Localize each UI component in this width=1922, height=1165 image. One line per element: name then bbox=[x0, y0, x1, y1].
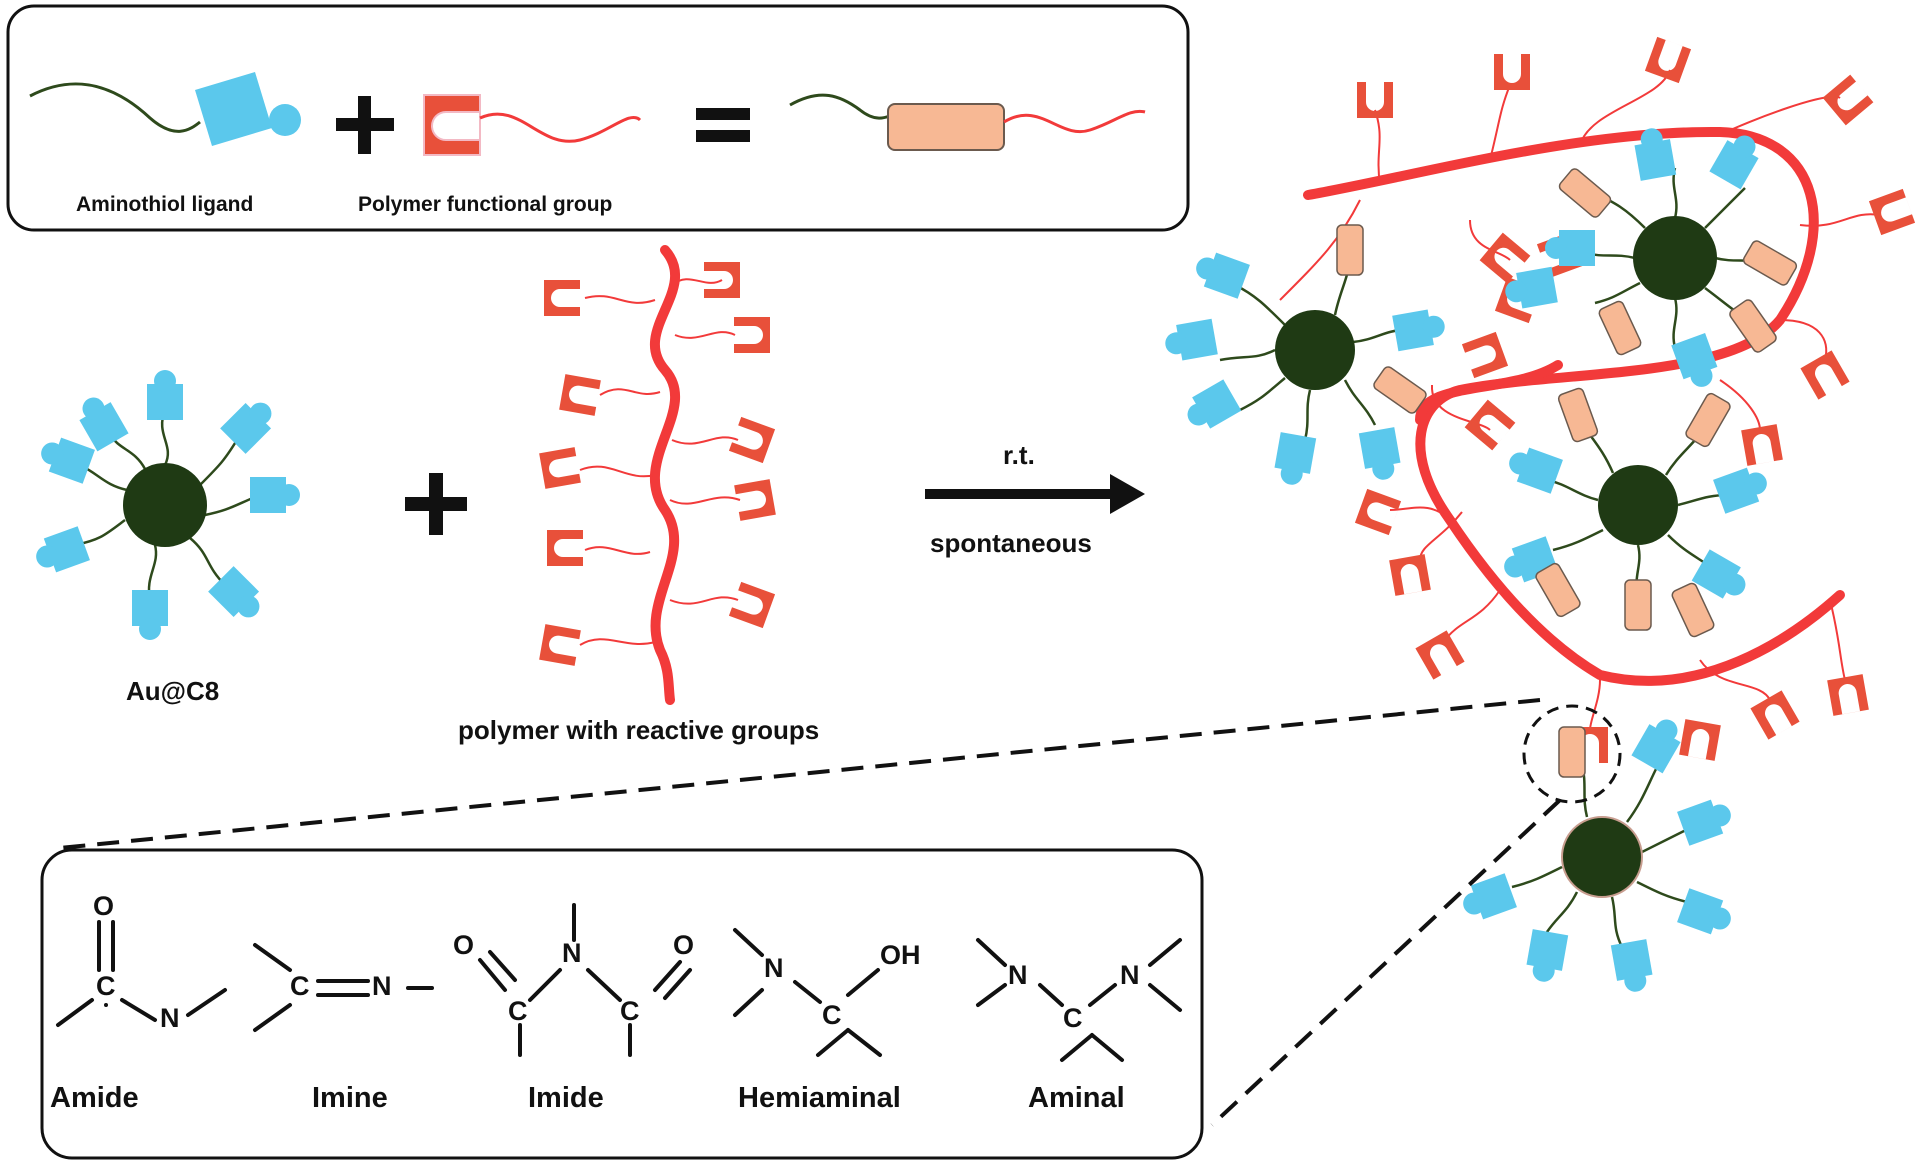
bond-name-imide: Imide bbox=[528, 1082, 604, 1114]
reaction-condition-bottom: spontaneous bbox=[930, 528, 1092, 558]
polymer-functional-group-label: Polymer functional group bbox=[358, 193, 613, 216]
amide-atom-o: O bbox=[93, 891, 115, 921]
amide-atom-c: C bbox=[96, 971, 116, 1001]
zoom-callout bbox=[59, 698, 1622, 1127]
legend-equals-icon bbox=[696, 108, 750, 120]
bond-name-amide: Amide bbox=[50, 1082, 139, 1114]
imide-atom-o-left: O bbox=[453, 930, 475, 960]
polymer-chain-icon bbox=[539, 245, 776, 705]
reaction-arrow-icon bbox=[925, 474, 1145, 514]
gold-nanoparticle-icon bbox=[30, 370, 300, 640]
imide-atom-c-right: C bbox=[620, 996, 640, 1026]
hemiaminal-atom-c: C bbox=[822, 1000, 842, 1030]
legend-box bbox=[6, 4, 1190, 232]
polymer-label: polymer with reactive groups bbox=[458, 715, 820, 745]
hemiaminal-atom-n: N bbox=[764, 953, 784, 983]
imine-atom-n: N bbox=[372, 971, 392, 1001]
reaction-condition-top: r.t. bbox=[1003, 440, 1035, 470]
imide-atom-n: N bbox=[562, 938, 582, 968]
crosslinked-network-icon bbox=[1162, 36, 1916, 995]
hemiaminal-atom-oh: OH bbox=[880, 940, 921, 970]
aminothiol-ligand-icon bbox=[29, 72, 301, 146]
polymer-functional-group-icon bbox=[423, 94, 642, 156]
linkage-icon bbox=[789, 93, 1146, 151]
bond-name-hemiaminal: Hemiaminal bbox=[738, 1082, 901, 1114]
aminal-atom-c: C bbox=[1063, 1003, 1083, 1033]
imide-atom-o-right: O bbox=[673, 930, 695, 960]
aminal-atom-n-left: N bbox=[1008, 960, 1028, 990]
nanoparticle-label: Au@C8 bbox=[126, 676, 220, 706]
imide-atom-c-left: C bbox=[508, 996, 528, 1026]
bond-name-aminal: Aminal bbox=[1028, 1082, 1125, 1114]
imine-atom-c: C bbox=[290, 971, 310, 1001]
aminal-atom-n-right: N bbox=[1120, 960, 1140, 990]
amide-atom-n: N bbox=[160, 1003, 180, 1033]
aminothiol-ligand-label: Aminothiol ligand bbox=[76, 193, 254, 216]
bond-name-imine: Imine bbox=[312, 1082, 388, 1114]
reaction-plus-icon bbox=[405, 473, 467, 535]
bond-types-box bbox=[40, 848, 1204, 1160]
